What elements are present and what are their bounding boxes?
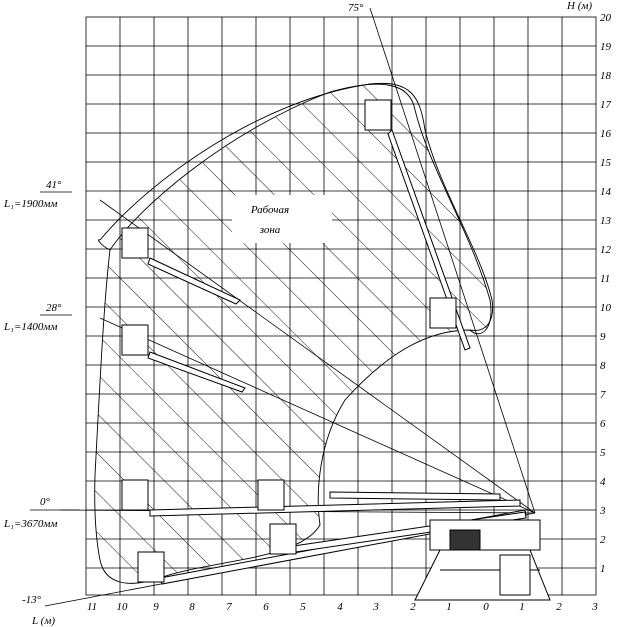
l-tick-label: 11 [87, 601, 97, 613]
h-tick-label: 12 [600, 244, 612, 256]
basket-28 [121, 324, 149, 356]
boom-75 [387, 129, 471, 351]
h-tick-label: 13 [600, 215, 612, 227]
basket-neg13 [137, 551, 165, 583]
h-tick-label: 20 [600, 12, 612, 24]
l-tick-label: 0 [483, 601, 489, 613]
h-tick-label: 11 [600, 273, 610, 285]
basket-low-mid [269, 523, 297, 555]
angle-28-label: 28° [46, 302, 62, 314]
basket-0 [121, 479, 149, 511]
basket-high-right [429, 297, 457, 329]
h-tick-label: 3 [599, 505, 606, 517]
length-0-label: L₁=3670мм [3, 518, 57, 530]
h-tick-label: 8 [600, 360, 606, 372]
angle-75-label: 75° [348, 2, 364, 14]
length-41-label: L₁=1900мм [3, 198, 57, 210]
h-tick-label: 16 [600, 128, 612, 140]
h-tick-label: 9 [600, 331, 606, 343]
l-tick-label: 8 [189, 601, 195, 613]
h-axis-ticks: 20 19 18 17 16 15 14 13 12 11 10 9 8 7 6… [599, 12, 612, 575]
vehicle [414, 519, 551, 601]
l-tick-label: 2 [556, 601, 562, 613]
l-tick-label: 1 [519, 601, 525, 613]
h-tick-label: 10 [600, 302, 612, 314]
h-tick-label: 15 [600, 157, 612, 169]
h-tick-label: 4 [600, 476, 606, 488]
zone-label-line2: зона [259, 224, 281, 236]
l-tick-label: 9 [153, 601, 159, 613]
basket-mid [257, 479, 285, 511]
h-tick-label: 2 [600, 534, 606, 546]
l-tick-label: 7 [226, 601, 232, 613]
l-tick-label: 5 [300, 601, 306, 613]
baskets [121, 99, 457, 583]
h-tick-label: 7 [600, 389, 606, 401]
l-tick-label: 10 [117, 601, 129, 613]
h-tick-label: 6 [600, 418, 606, 430]
boom-top [329, 491, 501, 501]
h-tick-label: 5 [600, 447, 606, 459]
h-tick-label: 14 [600, 186, 612, 198]
h-tick-label: 18 [600, 70, 612, 82]
basket-41 [121, 227, 149, 259]
l-tick-label: 3 [372, 601, 379, 613]
l-axis-title: L (м) [31, 615, 55, 627]
boom-28 [147, 351, 246, 393]
h-tick-label: 17 [600, 99, 612, 111]
angle-0-label: 0° [40, 496, 51, 508]
h-axis-title: H (м) [566, 0, 592, 12]
boom-41 [147, 257, 241, 305]
l-axis-ticks: 11 10 9 8 7 6 5 4 3 2 1 0 1 2 3 [87, 601, 598, 613]
h-tick-label: 1 [600, 563, 606, 575]
basket-75 [364, 99, 392, 131]
length-28-label: L₁=1400мм [3, 321, 57, 333]
h-tick-label: 19 [600, 41, 612, 53]
label-leaders [30, 191, 80, 511]
angle-41-label: 41° [46, 179, 62, 191]
l-tick-label: 3 [591, 601, 598, 613]
boom-0 [149, 499, 521, 517]
angle-neg13-label: -13° [22, 594, 42, 606]
l-tick-label: 6 [263, 601, 269, 613]
l-tick-label: 4 [337, 601, 343, 613]
zone-label: Рабочая зона [232, 195, 332, 243]
l-tick-label: 2 [410, 601, 416, 613]
zone-label-line1: Рабочая [250, 204, 289, 216]
l-tick-label: 1 [446, 601, 452, 613]
